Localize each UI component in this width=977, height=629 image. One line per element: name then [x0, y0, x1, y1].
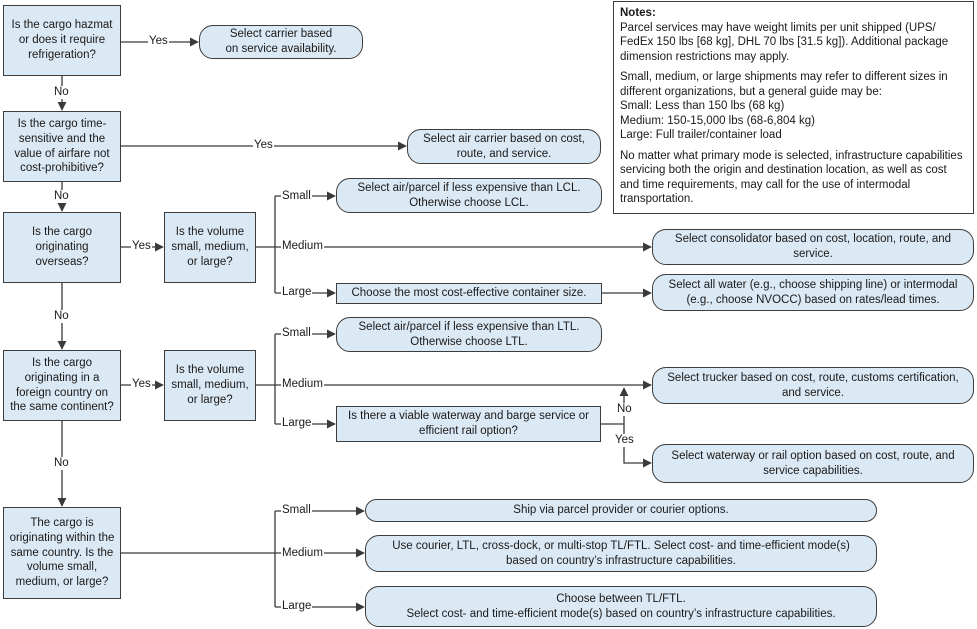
label-foreign-yes: Yes	[131, 378, 152, 391]
decision-volume-overseas: Is the volume small, medium, or large?	[164, 212, 256, 283]
notes-title: Notes:	[620, 7, 656, 19]
decision-foreign-continent: Is the cargo originating in a foreign co…	[3, 350, 121, 421]
result-service-availability: Select carrier based on service availabi…	[199, 25, 363, 59]
decision-volume-foreign: Is the volume small, medium, or large?	[164, 350, 256, 421]
label-time-no: No	[53, 190, 70, 203]
notes-box: Notes: Parcel services may have weight l…	[613, 1, 974, 214]
decision-same-country: The cargo is originating within the same…	[3, 507, 121, 599]
label-overseas-no: No	[53, 310, 70, 323]
notes-paragraph-2: Small, medium, or large shipments may re…	[620, 71, 948, 141]
label-vol1-small: Small	[281, 190, 312, 203]
label-overseas-yes: Yes	[131, 240, 152, 253]
label-hazmat-no: No	[53, 86, 70, 99]
step-container-size: Choose the most cost-effective container…	[336, 283, 602, 304]
result-foreign-medium: Select trucker based on cost, route, cus…	[652, 367, 974, 404]
result-overseas-small: Select air/parcel if less expensive than…	[336, 178, 602, 213]
label-vol2-medium: Medium	[281, 378, 324, 391]
label-foreign-no: No	[53, 457, 70, 470]
notes-paragraph-3: No matter what primary mode is selected,…	[620, 149, 963, 206]
label-waterway-yes: Yes	[614, 434, 635, 447]
label-same-small: Small	[281, 504, 312, 517]
label-vol1-large: Large	[281, 286, 313, 299]
decision-overseas: Is the cargo originating overseas?	[3, 212, 121, 283]
label-same-large: Large	[281, 600, 313, 613]
label-hazmat-yes: Yes	[148, 35, 169, 48]
result-same-medium: Use courier, LTL, cross-dock, or multi-s…	[365, 535, 877, 572]
decision-waterway: Is there a viable waterway and barge ser…	[336, 406, 601, 442]
decision-time-sensitive: Is the cargo time- sensitive and the val…	[3, 111, 121, 182]
result-overseas-medium: Select consolidator based on cost, locat…	[652, 229, 974, 265]
label-time-yes: Yes	[253, 139, 274, 152]
label-waterway-no: No	[616, 403, 633, 416]
notes-paragraph-1: Parcel services may have weight limits p…	[620, 21, 949, 63]
label-vol2-large: Large	[281, 417, 313, 430]
result-waterway-rail: Select waterway or rail option based on …	[652, 444, 974, 483]
result-overseas-large: Select all water (e.g., choose shipping …	[652, 274, 974, 311]
label-vol1-medium: Medium	[281, 240, 324, 253]
label-vol2-small: Small	[281, 327, 312, 340]
result-foreign-small: Select air/parcel if less expensive than…	[336, 317, 602, 352]
label-same-medium: Medium	[281, 547, 324, 560]
result-same-large: Choose between TL/FTL. Select cost- and …	[365, 586, 877, 627]
result-air-carrier: Select air carrier based on cost, route,…	[407, 129, 601, 164]
decision-hazmat: Is the cargo hazmat or does it require r…	[3, 5, 121, 76]
result-same-small: Ship via parcel provider or courier opti…	[365, 499, 877, 522]
